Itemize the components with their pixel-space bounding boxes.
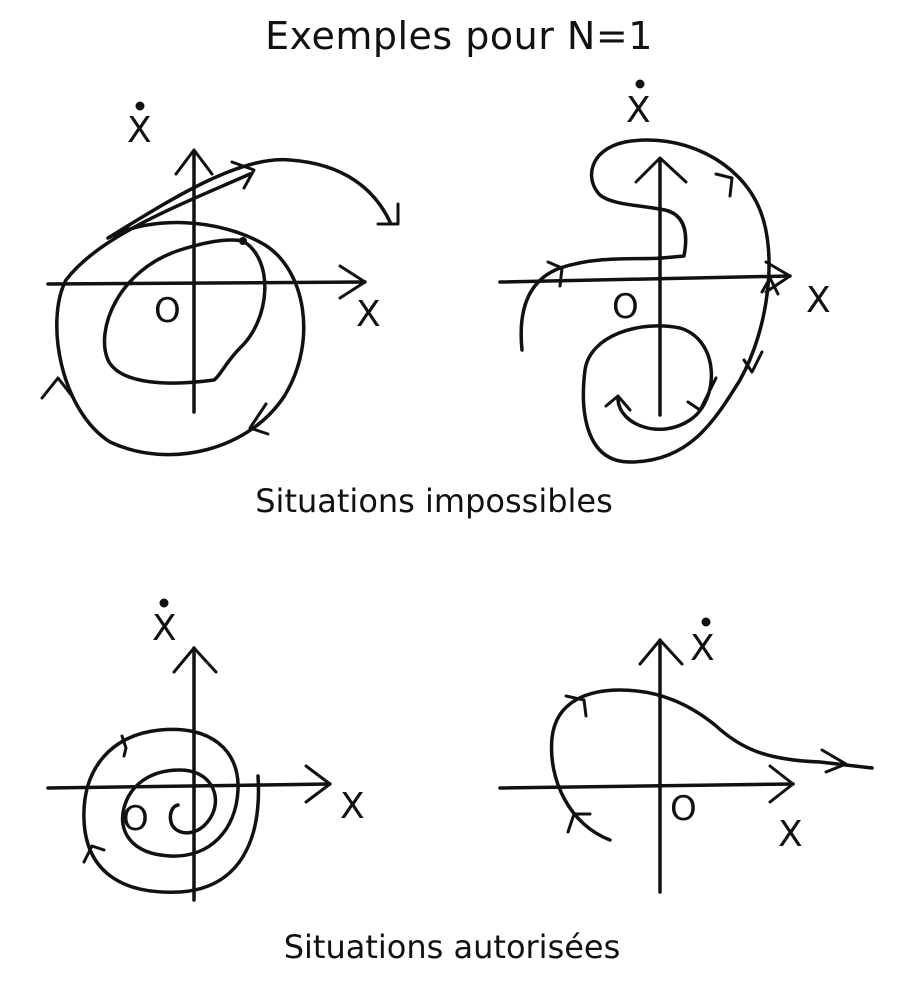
trajectory-inner: [102, 238, 267, 385]
arrow-escape-top: [564, 694, 588, 718]
crossing-point: [239, 237, 247, 245]
x-axis: [498, 274, 792, 284]
origin-label: O: [154, 291, 181, 331]
origin-label: O: [670, 789, 697, 829]
y-axis-dot: [135, 101, 145, 111]
arrow-hook-top: [714, 172, 734, 198]
arrow-left-entry: [546, 260, 564, 288]
y-axis-arrowhead: [638, 638, 684, 666]
y-axis-label: X: [152, 608, 177, 649]
arrow-spiral-top: [120, 734, 128, 758]
diagram-title: Exemples pour N=1: [265, 14, 653, 58]
y-axis-label: X: [127, 110, 152, 151]
arrow-spiral-end: [604, 394, 632, 412]
y-axis-arrowhead: [174, 148, 214, 176]
arrow-escape-right: [820, 748, 848, 774]
arrow-inner-spiral: [686, 376, 718, 412]
x-axis-label: X: [806, 280, 831, 321]
y-axis-dot: [701, 617, 711, 627]
y-axis-arrowhead: [172, 646, 218, 674]
x-axis-label: X: [356, 294, 381, 335]
arrow-outer-bottom: [248, 402, 270, 436]
trajectory-outer: [55, 157, 392, 457]
x-axis: [46, 280, 367, 286]
trajectory-spiral: [82, 727, 261, 894]
trajectory-escape: [549, 688, 874, 842]
x-axis-arrowhead: [338, 264, 367, 300]
x-axis-arrowhead: [768, 764, 795, 804]
arrow-escape: [376, 202, 400, 226]
caption-allowed: Situations autorisées: [283, 928, 621, 966]
arrow-hook-right: [760, 276, 780, 296]
panel-allowed-escape: O X X: [498, 617, 874, 894]
x-axis-arrowhead: [304, 764, 332, 804]
y-axis-label: X: [690, 628, 715, 669]
caption-impossible: Situations impossibles: [255, 482, 613, 520]
panel-impossible-spiral: O X X: [498, 79, 831, 464]
x-axis-label: X: [778, 814, 803, 855]
x-axis-label: X: [340, 786, 365, 827]
panel-allowed-spiral: O X X: [46, 598, 365, 902]
y-axis-dot: [635, 79, 645, 89]
x-axis: [498, 782, 795, 790]
arrow-outer-top: [230, 160, 256, 190]
arrow-spiral-left: [82, 844, 106, 864]
trajectory-hook: [581, 138, 771, 464]
origin-label: O: [612, 287, 639, 327]
y-axis-dot: [159, 598, 169, 608]
panel-impossible-crossing: O X X: [40, 101, 400, 457]
arrow-hook-lower: [742, 350, 764, 374]
y-axis-arrowhead: [634, 156, 688, 184]
trajectory-left-entry: [519, 256, 664, 352]
arrow-escape-start: [566, 812, 592, 834]
y-axis-label: X: [626, 90, 651, 131]
x-axis: [46, 782, 332, 790]
arrow-outer-left: [40, 376, 74, 400]
